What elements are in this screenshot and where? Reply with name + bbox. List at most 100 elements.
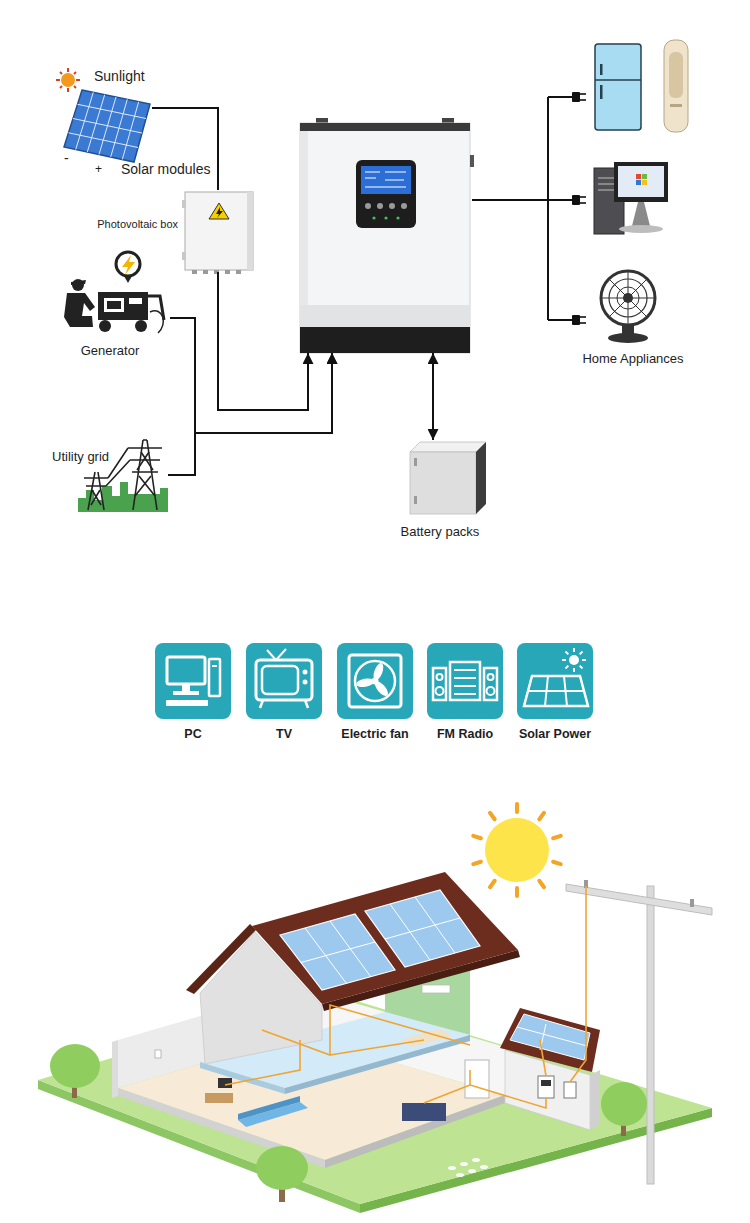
ground: [38, 993, 712, 1213]
house-scene: [38, 804, 712, 1213]
label-anchor: +: [95, 163, 102, 177]
inverter-unit: [365, 172, 406, 187]
tree: [50, 1044, 100, 1088]
sun-icon: [56, 79, 60, 81]
generator-icon: [104, 298, 124, 312]
radio-icon: [454, 669, 476, 671]
tree: [601, 1082, 647, 1126]
combiner-box: [247, 192, 253, 270]
utility-grid-node: Utility grid: [78, 436, 168, 514]
power-wiring: [424, 1085, 470, 1103]
combiner-box: [192, 270, 241, 274]
solar-icon: [528, 690, 584, 692]
fan-icon: [349, 655, 401, 707]
inverter-unit: [356, 160, 416, 228]
battery-pack: [410, 442, 486, 452]
computer: [619, 225, 663, 233]
solar-icon: [562, 648, 586, 672]
radio-icon: [454, 685, 476, 687]
connector-line: [218, 272, 308, 410]
node-label: Battery packs: [401, 525, 480, 540]
solar-icon: [582, 659, 586, 661]
inverter-unit: [365, 172, 380, 173]
sun: [490, 813, 495, 819]
appliance-wiring: [548, 92, 586, 325]
inverter-unit: [470, 155, 474, 167]
annex: [517, 1027, 587, 1046]
ground: [460, 1162, 468, 1166]
tv-icon: [256, 660, 312, 700]
ground: [448, 1158, 488, 1177]
combiner-box: [203, 270, 208, 274]
annex: [500, 1008, 600, 1130]
inverter-unit: [372, 216, 399, 219]
tower-air-conditioner: [664, 40, 688, 132]
combiner-box: [236, 270, 241, 274]
sun-icon: [56, 68, 80, 92]
node-label: Solar Power: [519, 727, 591, 741]
battery-node: Battery packs: [395, 440, 485, 520]
solar-icon: [580, 652, 583, 655]
sun: [539, 813, 544, 819]
polarity-sign: +: [95, 163, 102, 177]
refrigerator: [595, 44, 641, 130]
inverter-unit: [365, 178, 376, 179]
sun: [515, 804, 519, 812]
node-label: PC: [184, 727, 201, 741]
icon-tile: FM Radio: [427, 643, 503, 719]
computer: [636, 180, 641, 185]
combiner-box: [182, 200, 186, 208]
power-wiring: [470, 1070, 546, 1108]
generator-icon: [129, 298, 142, 304]
appliance-wiring: [580, 99, 586, 101]
battery-pack: [410, 442, 486, 514]
pc-icon: [166, 657, 220, 706]
combiner-box: [216, 207, 223, 218]
appliance-wiring: [580, 316, 586, 318]
radio-icon: [436, 687, 444, 695]
appliance-wiring: [580, 93, 586, 95]
pc-icon: [212, 665, 217, 667]
inverter-unit: [384, 216, 387, 219]
generator-node: Generator: [50, 246, 170, 338]
solar-panel: [69, 92, 147, 159]
battery-pack: [410, 452, 476, 514]
generator-icon: [99, 320, 111, 332]
inverter-unit: [300, 305, 470, 327]
utility-pole: [647, 886, 654, 1184]
pc-icon: [173, 691, 199, 695]
node-label: Generator: [81, 344, 140, 359]
icon-tile: Solar Power: [517, 643, 593, 719]
solar-icon: [573, 668, 575, 672]
desk-fan: [623, 293, 633, 303]
annex: [541, 1080, 551, 1086]
appliances-node: Home Appliances: [548, 38, 718, 348]
power-wiring: [330, 1040, 424, 1055]
power-pylons: [91, 490, 101, 505]
solar-panel: [64, 90, 150, 162]
solar-icon: [573, 648, 575, 652]
pc-icon: [166, 700, 208, 706]
tree: [256, 1146, 308, 1190]
ground: [472, 1158, 480, 1162]
generator-icon: [107, 301, 121, 309]
inverter-unit: [372, 216, 375, 219]
battery-pack: [414, 496, 417, 504]
appliance-wiring: [572, 92, 580, 102]
label-anchor: Sunlight: [94, 68, 145, 84]
connector-line: [432, 353, 434, 440]
appliance-wiring: [548, 97, 572, 320]
refrigerator: [600, 85, 603, 99]
inverter-node: [300, 123, 472, 353]
ground-floor: [155, 1050, 161, 1058]
desk-fan: [609, 279, 647, 317]
sun: [539, 881, 544, 887]
tower-air-conditioner: [670, 104, 682, 107]
appliance-wiring: [572, 195, 580, 205]
connector-line: [472, 199, 548, 201]
utility-pole: [690, 899, 694, 907]
appliance-wiring: [580, 322, 586, 324]
radio-icon: [488, 674, 494, 680]
